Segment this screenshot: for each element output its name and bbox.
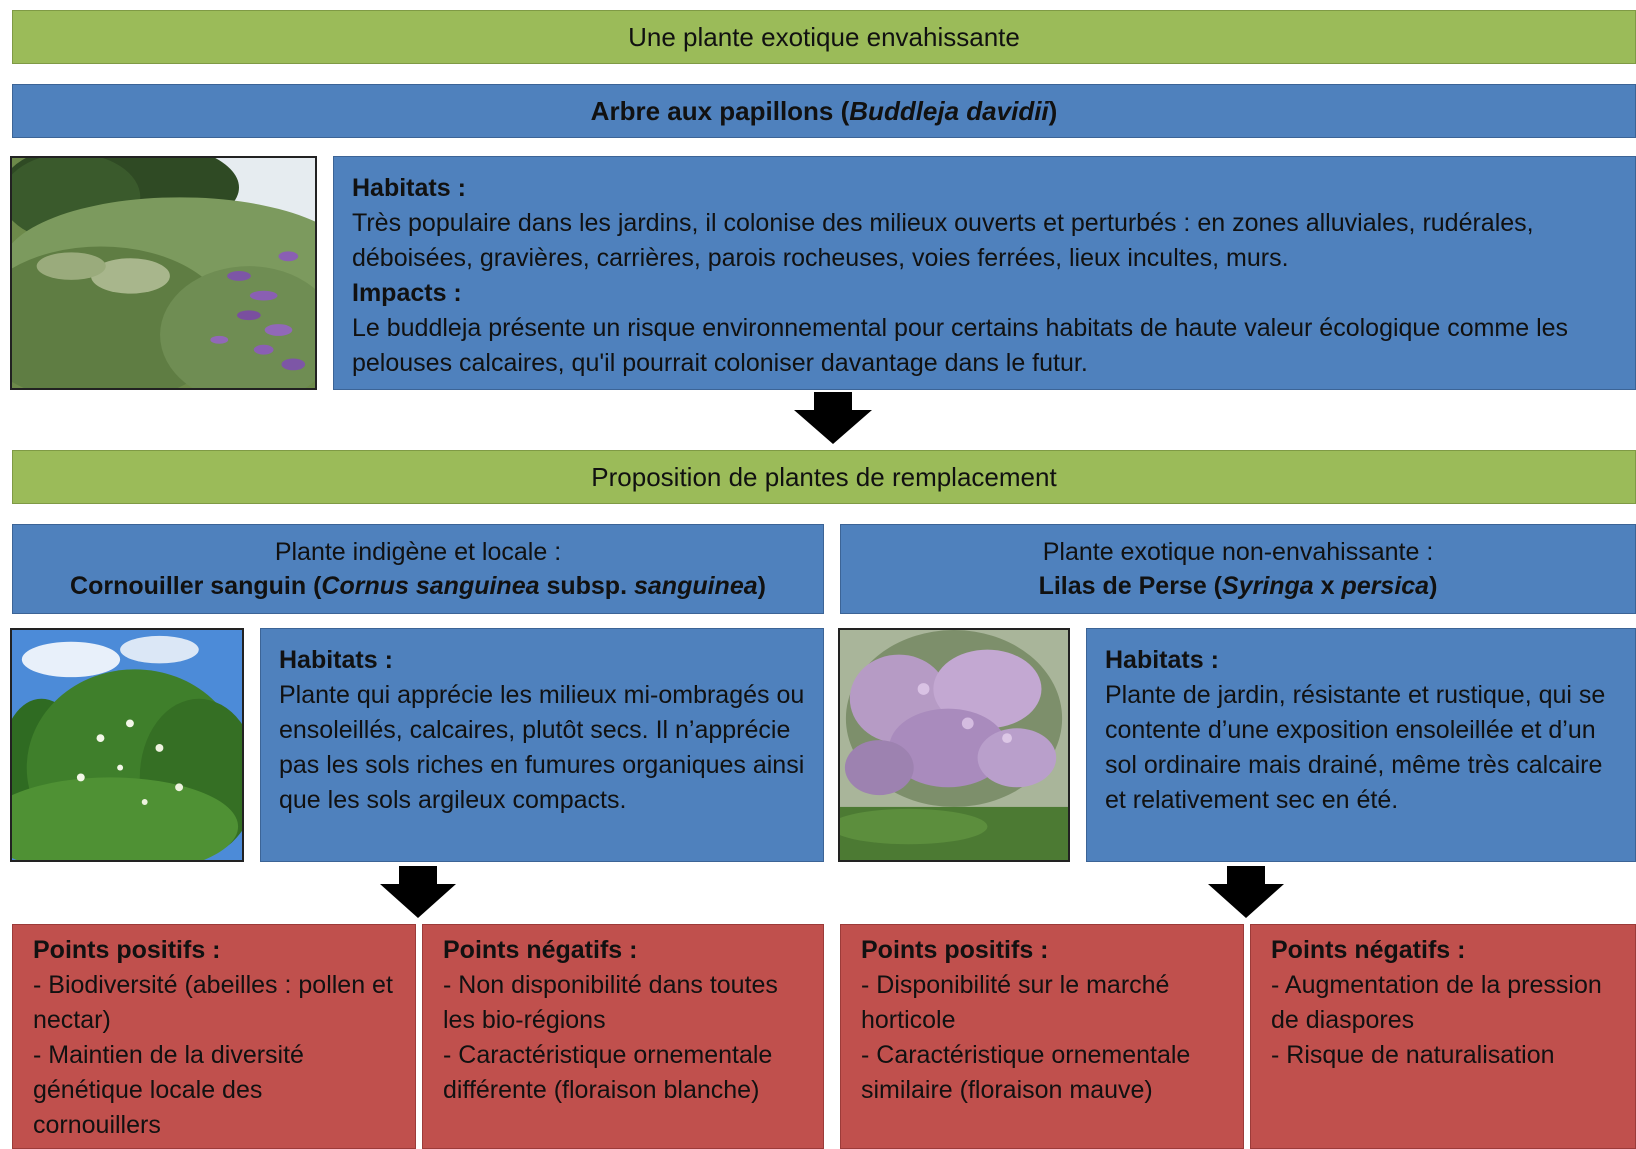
left-negative-item: - Caractéristique ornementale différente… bbox=[443, 1041, 773, 1104]
left-positive-item: - Biodiversité (abeilles : pollen et nec… bbox=[33, 971, 393, 1034]
right-negative-item: - Risque de naturalisation bbox=[1271, 1041, 1555, 1069]
left-negative-item: - Non disponibilité dans toutes les bio-… bbox=[443, 971, 778, 1034]
right-negative-label: Points négatifs : bbox=[1271, 936, 1466, 964]
left-negative-label: Points négatifs : bbox=[443, 936, 638, 964]
down-arrow-icon bbox=[794, 392, 872, 444]
right-plant-name: Lilas de Perse (Syringa x persica) bbox=[1038, 572, 1438, 600]
left-negative-box: Points négatifs : - Non disponibilité da… bbox=[422, 924, 824, 1149]
proposal-banner: Proposition de plantes de remplacement bbox=[12, 450, 1636, 504]
right-negative-box: Points négatifs : - Augmentation de la p… bbox=[1250, 924, 1636, 1149]
right-habitats-text: Plante de jardin, résistante et rustique… bbox=[1105, 681, 1606, 814]
left-habitats-label: Habitats : bbox=[279, 646, 393, 674]
right-positive-box: Points positifs : - Disponibilité sur le… bbox=[840, 924, 1244, 1149]
left-positive-item: - Maintien de la diversité génétique loc… bbox=[33, 1041, 304, 1139]
right-plant-category: Plante exotique non-envahissante : bbox=[1042, 538, 1434, 566]
invasive-info-box: Habitats : Très populaire dans les jardi… bbox=[333, 156, 1636, 390]
right-plant-name-box: Plante exotique non-envahissante : Lilas… bbox=[840, 524, 1636, 614]
invasive-impacts-text: Le buddleja présente un risque environne… bbox=[352, 314, 1569, 377]
left-positive-label: Points positifs : bbox=[33, 936, 221, 964]
right-positive-item: - Disponibilité sur le marché horticole bbox=[861, 971, 1170, 1034]
invasive-impacts-label: Impacts : bbox=[352, 279, 462, 307]
left-plant-name-box: Plante indigène et locale : Cornouiller … bbox=[12, 524, 824, 614]
invasive-name-banner: Arbre aux papillons (Buddleja davidii) bbox=[12, 84, 1636, 138]
header-banner: Une plante exotique envahissante bbox=[12, 10, 1636, 64]
proposal-title: Proposition de plantes de remplacement bbox=[591, 461, 1057, 492]
right-negative-item: - Augmentation de la pression de diaspor… bbox=[1271, 971, 1602, 1034]
syringa-photo bbox=[838, 628, 1070, 862]
left-plant-name: Cornouiller sanguin (Cornus sanguinea su… bbox=[70, 572, 766, 600]
cornus-photo bbox=[10, 628, 244, 862]
left-habitats-text: Plante qui apprécie les milieux mi-ombra… bbox=[279, 681, 805, 814]
invasive-habitats-text: Très populaire dans les jardins, il colo… bbox=[352, 209, 1534, 272]
buddleja-photo bbox=[10, 156, 317, 390]
left-plant-category: Plante indigène et locale : bbox=[274, 538, 562, 566]
down-arrow-icon bbox=[380, 866, 456, 918]
invasive-habitats-label: Habitats : bbox=[352, 174, 466, 202]
right-habitats-label: Habitats : bbox=[1105, 646, 1219, 674]
right-positive-label: Points positifs : bbox=[861, 936, 1049, 964]
invasive-name: Arbre aux papillons (Buddleja davidii) bbox=[590, 96, 1058, 126]
left-positive-box: Points positifs : - Biodiversité (abeill… bbox=[12, 924, 416, 1149]
right-positive-item: - Caractéristique ornementale similaire … bbox=[861, 1041, 1191, 1104]
header-title: Une plante exotique envahissante bbox=[628, 21, 1020, 52]
left-habitats-box: Habitats : Plante qui apprécie les milie… bbox=[260, 628, 824, 862]
down-arrow-icon bbox=[1208, 866, 1284, 918]
right-habitats-box: Habitats : Plante de jardin, résistante … bbox=[1086, 628, 1636, 862]
